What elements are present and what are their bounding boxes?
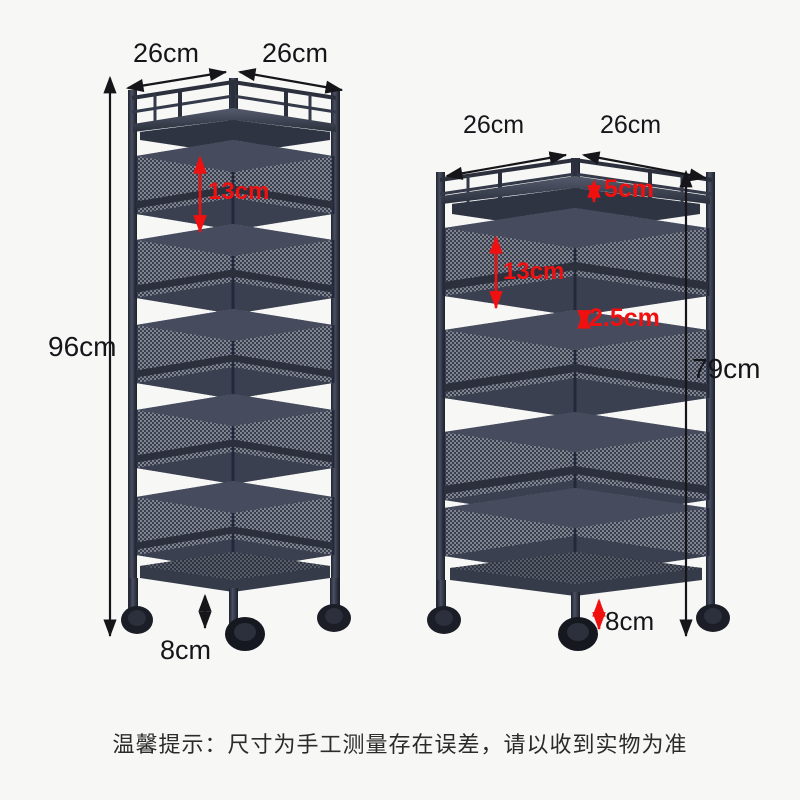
left-top-width-arrow-a [125,68,228,93]
right-top-width-label-a: 26cm [463,111,525,139]
right-basket-height-label: 13cm [503,258,565,285]
right-top-width-arrow-a [444,151,568,180]
left-top-width-arrow-b [237,68,344,94]
left-basket-4 [134,394,335,484]
right-basket-1 [442,208,710,316]
left-wheel-height-label: 8cm [160,635,212,665]
left-cart-casters [121,604,351,651]
right-total-height-label: 79cm [692,353,761,384]
left-basket-5 [134,481,335,571]
left-basket-1 [134,140,335,230]
disclaimer-caption: 温馨提示：尺寸为手工测量存在误差，请以收到实物为准 [112,733,688,758]
right-top-width-label-b: 26cm [600,111,662,139]
right-wheel-height-label: 8cm [605,606,655,636]
left-total-height-label: 96cm [48,331,117,362]
left-cart-graphic [121,78,351,651]
right-cart-graphic [427,157,730,651]
left-basket-height-label: 13cm [208,178,270,205]
left-basket-2 [134,224,335,314]
right-cart-casters [427,604,730,651]
right-tray-height-label: 5cm [604,175,655,203]
left-top-width-label-a: 26cm [133,38,200,68]
dimension-arrows [103,68,708,638]
right-shelf-gap-label: 2.5cm [589,304,660,332]
left-basket-3 [134,309,335,399]
right-basket-2 [442,310,710,418]
left-top-width-label-b: 26cm [262,38,329,68]
